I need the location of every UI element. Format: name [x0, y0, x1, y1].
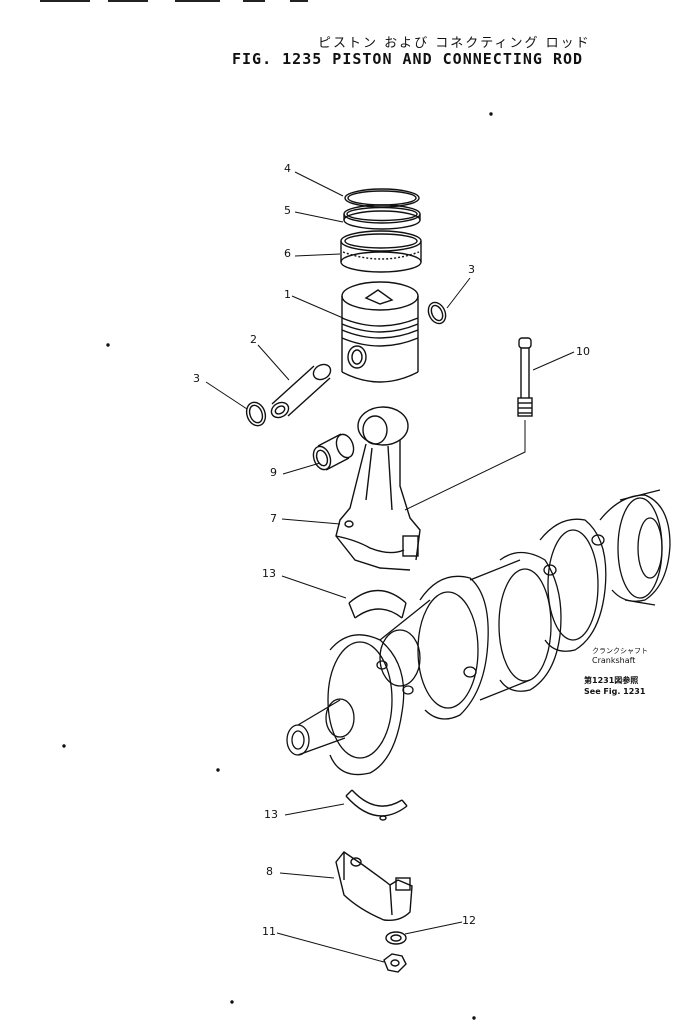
- bearing-shell-lower: [345, 789, 408, 821]
- callout-5: 5: [284, 204, 291, 217]
- callout-11: 11: [262, 925, 276, 938]
- callout-3-left: 3: [193, 372, 200, 385]
- top-border-dash: [243, 0, 265, 2]
- crankshaft-ref-jp: 第1231図参照: [584, 676, 639, 685]
- crankshaft-label: Crankshaft: [592, 656, 636, 665]
- connecting-rod: [335, 406, 421, 571]
- callout-6: 6: [284, 247, 291, 260]
- washer: [385, 931, 407, 945]
- crankshaft-label-jp: クランクシャフト: [592, 647, 648, 655]
- piston-pin: [270, 363, 332, 419]
- top-border-dash: [108, 0, 148, 2]
- callout-2: 2: [250, 333, 257, 346]
- snap-ring-right: [427, 301, 447, 325]
- callout-4: 4: [284, 162, 291, 175]
- top-border-dash: [40, 0, 90, 2]
- bushing: [312, 433, 355, 471]
- callout-13-lower: 13: [264, 808, 278, 821]
- callout-3-right: 3: [468, 263, 475, 276]
- nut: [383, 953, 407, 973]
- connecting-rod-bolt: [517, 337, 533, 417]
- piston-ring-oil: [340, 230, 422, 273]
- snap-ring-left: [245, 401, 267, 427]
- bearing-shell-upper: [348, 589, 407, 619]
- top-border-dash: [290, 0, 308, 2]
- piston-ring-second: [343, 204, 421, 230]
- callout-1: 1: [284, 288, 291, 301]
- callout-9: 9: [270, 466, 277, 479]
- callout-7: 7: [270, 512, 277, 525]
- top-border-dash: [175, 0, 220, 2]
- connecting-rod-cap: [335, 851, 413, 922]
- piston: [341, 281, 419, 383]
- callout-12: 12: [462, 914, 476, 927]
- figure-title: FIG. 1235 PISTON AND CONNECTING ROD: [232, 50, 584, 68]
- callout-10: 10: [576, 345, 590, 358]
- callout-13-upper: 13: [262, 567, 276, 580]
- callout-8: 8: [266, 865, 273, 878]
- leader-lines: [205, 171, 575, 963]
- crankshaft-ref: See Fig. 1231: [584, 687, 646, 696]
- crankshaft: [286, 489, 671, 776]
- figure-title-japanese: ピストン および コネクティング ロッド: [318, 36, 591, 51]
